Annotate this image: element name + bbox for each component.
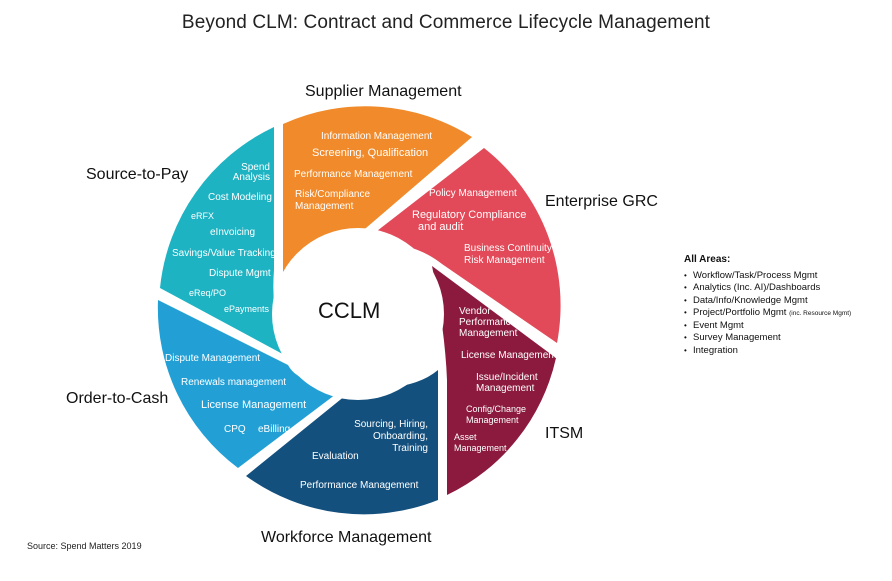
supplier-item: Risk/Compliance <box>295 189 371 200</box>
all-areas-item-text: Analytics (Inc. AI)/Dashboards <box>693 282 821 294</box>
all-areas-item-text: Data/Info/Knowledge Mgmt <box>693 294 808 306</box>
workforce-item: Sourcing, Hiring, <box>354 419 428 430</box>
o2c-item: License Management <box>201 399 307 411</box>
segment-label-source-to-pay: Source-to-Pay <box>86 166 189 183</box>
itsm-item: Issue/Incident <box>476 372 538 383</box>
all-areas-item-text: Project/Portfolio Mgmt <box>693 306 787 318</box>
s2p-item: ePayments <box>224 304 270 314</box>
o2c-item: Dispute Management <box>165 353 261 364</box>
all-areas-item: Survey Management <box>684 332 851 344</box>
segment-label-supplier-management: Supplier Management <box>305 83 462 100</box>
s2p-item: eRFX <box>191 211 215 221</box>
o2c-item: Renewals management <box>181 377 287 388</box>
s2p-item: Cost Modeling <box>208 192 272 203</box>
blade-workforce-management <box>246 370 438 515</box>
segment-label-order-to-cash: Order-to-Cash <box>66 390 169 407</box>
grc-item: Policy Management <box>429 188 517 199</box>
all-areas-item: Integration <box>684 345 851 357</box>
blade-source-to-pay <box>160 127 290 358</box>
segment-label-enterprise-grc: Enterprise GRC <box>545 193 658 210</box>
source-note: Source: Spend Matters 2019 <box>27 541 142 551</box>
itsm-item: Management <box>466 415 519 425</box>
all-areas-item: Workflow/Task/Process Mgmt <box>684 270 851 282</box>
grc-item: Risk Management <box>464 255 545 266</box>
all-areas-item: Project/Portfolio Mgmt (inc. Resource Mg… <box>684 307 851 320</box>
itsm-item: License Management <box>461 350 557 361</box>
all-areas-list: Workflow/Task/Process Mgmt Analytics (In… <box>684 270 851 357</box>
supplier-item: Performance Management <box>294 169 413 180</box>
all-areas-item-note: (inc. Resource Mgmt) <box>789 309 852 317</box>
workforce-item: Training <box>392 443 428 454</box>
supplier-item: Management <box>295 201 354 212</box>
itsm-item: Vendor <box>459 306 491 317</box>
s2p-item: eReq/PO <box>189 288 227 298</box>
itsm-item: Management <box>459 328 518 339</box>
all-areas-panel: All Areas: Workflow/Task/Process Mgmt An… <box>684 254 851 357</box>
all-areas-item-text: Workflow/Task/Process Mgmt <box>693 270 818 281</box>
workforce-item: Onboarding, <box>372 431 428 442</box>
s2p-item: Dispute Mgmt <box>209 268 271 279</box>
o2c-item: CPQ <box>224 424 246 435</box>
itsm-item: Config/Change <box>466 404 527 414</box>
blade-itsm <box>432 266 556 495</box>
segment-label-itsm: ITSM <box>545 425 584 442</box>
all-areas-heading: All Areas: <box>684 254 731 265</box>
itsm-item: Asset <box>454 432 477 442</box>
o2c-item: eBilling <box>258 424 291 435</box>
all-areas-item: Analytics (Inc. AI)/Dashboards <box>684 282 851 294</box>
supplier-item: Screening, Qualification <box>312 147 429 159</box>
itsm-item: Management <box>454 443 507 453</box>
grc-item: Regulatory Compliance <box>412 209 527 221</box>
all-areas-item: Event Mgmt <box>684 320 851 332</box>
all-areas-item: Data/Info/Knowledge Mgmt <box>684 295 851 307</box>
itsm-item: Management <box>476 383 535 394</box>
workforce-item: Evaluation <box>312 451 359 462</box>
all-areas-item-text: Event Mgmt <box>693 320 744 332</box>
s2p-item: Analysis <box>232 172 270 183</box>
blade-order-to-cash <box>157 300 352 468</box>
itsm-item: Performance <box>459 317 517 328</box>
s2p-item: Spend <box>241 162 270 173</box>
center-opening <box>272 228 444 400</box>
workforce-item: Performance Management <box>300 480 419 491</box>
segment-label-workforce-management: Workforce Management <box>261 529 432 546</box>
all-areas-item-text: Integration <box>693 344 738 356</box>
all-areas-item-text: Survey Management <box>693 332 781 344</box>
supplier-item: Information Management <box>321 131 433 142</box>
diagram-title: Beyond CLM: Contract and Commerce Lifecy… <box>181 12 711 33</box>
blade-enterprise-grc <box>355 148 561 343</box>
grc-item: Business Continuity <box>464 243 552 254</box>
s2p-item: Savings/Value Tracking <box>172 248 276 259</box>
center-label-cclm: CCLM <box>318 298 381 323</box>
grc-item: and audit <box>418 221 464 233</box>
s2p-item: eInvoicing <box>210 227 256 238</box>
